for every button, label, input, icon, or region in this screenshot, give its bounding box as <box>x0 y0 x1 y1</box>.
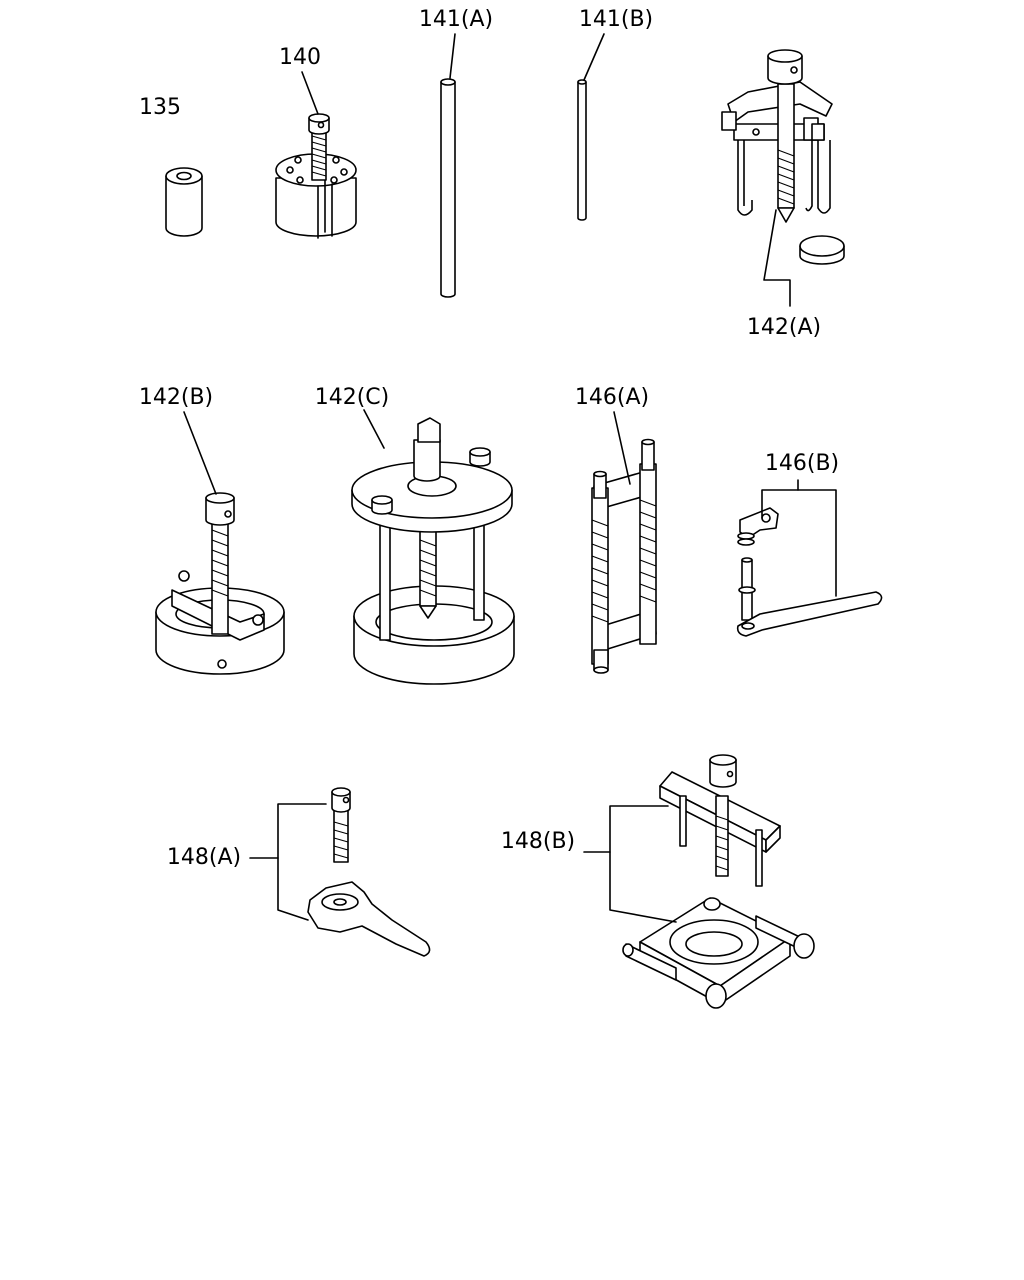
leader-142a <box>763 209 791 307</box>
label-142b: 142(B) <box>139 385 213 410</box>
label-142c: 142(C) <box>315 385 390 410</box>
leader-146a <box>613 411 631 485</box>
part-146a-puller <box>591 438 657 674</box>
part-141b-rod <box>577 79 587 221</box>
part-142c-press <box>351 417 515 685</box>
leader-142c <box>363 409 385 449</box>
leader-141b <box>583 33 605 81</box>
part-140-collet-puller <box>275 113 357 239</box>
part-141a-rod <box>440 78 456 298</box>
label-135: 135 <box>139 95 181 120</box>
leader-146b <box>761 489 837 597</box>
part-142a-jaw-puller <box>721 49 845 265</box>
label-146b: 146(B) <box>765 451 839 476</box>
part-148a-bolt-holder <box>307 787 431 957</box>
label-148a: 148(A) <box>167 845 241 870</box>
label-142a: 142(A) <box>747 315 821 340</box>
label-141b: 141(B) <box>579 7 653 32</box>
leader-140 <box>301 71 319 115</box>
label-146a: 146(A) <box>575 385 649 410</box>
label-140: 140 <box>279 45 321 70</box>
part-148b-separator <box>622 754 815 1009</box>
label-141a: 141(A) <box>419 7 493 32</box>
label-148b: 148(B) <box>501 829 575 854</box>
leader-148a <box>277 803 327 921</box>
part-146b-holder-wrench <box>736 507 883 637</box>
part-142b-puller <box>155 492 285 675</box>
leader-148b <box>609 805 677 923</box>
leader-142b <box>183 411 217 495</box>
leader-141a <box>449 33 456 79</box>
part-135-bushing <box>165 167 203 237</box>
